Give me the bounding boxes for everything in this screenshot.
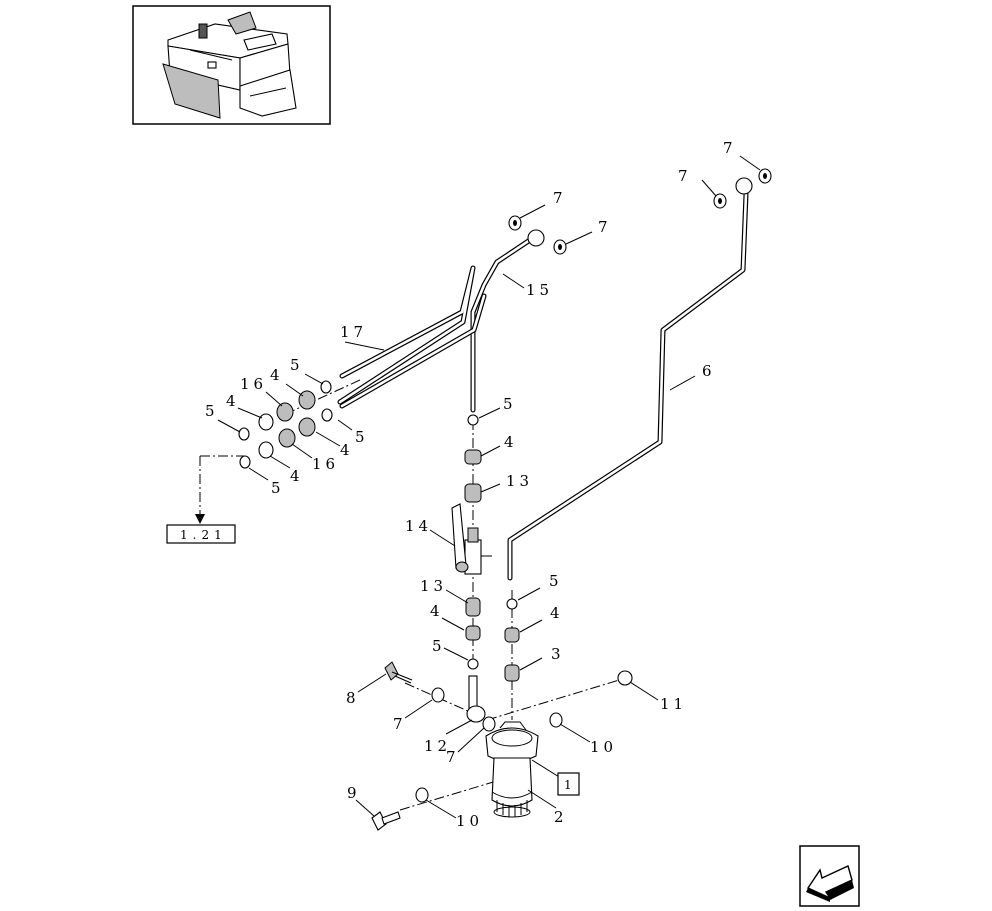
nut-5-f (467, 658, 479, 670)
bolt-8 (384, 661, 413, 684)
adapter-13-b (465, 597, 481, 617)
callout-17: 17 (340, 323, 367, 341)
tube-17-upper (337, 265, 476, 405)
navigation-arrow-icon[interactable] (799, 845, 860, 907)
filter-bowl-2 (491, 757, 533, 807)
fitting-4-d (258, 441, 274, 459)
leader-lines (217, 155, 761, 819)
callout-13: 13 (420, 577, 447, 595)
top-washers (508, 168, 772, 255)
valve-14 (451, 503, 492, 575)
callout-9: 9 (347, 784, 361, 802)
callout-7: 7 (598, 218, 612, 236)
callout-7: 7 (678, 167, 692, 185)
callout-11: 11 (660, 695, 687, 713)
washer-7-e (482, 716, 496, 732)
bolt-9 (371, 811, 401, 831)
left-fitting-cluster (238, 380, 333, 469)
callout-5: 5 (432, 637, 446, 655)
callout-labels: 7 7 7 7 15 17 6 5 4 16 4 5 5 4 16 4 5 5 … (205, 139, 737, 830)
nut-5-c (238, 427, 250, 441)
fitting-4-b (258, 413, 274, 431)
overview-inset (132, 5, 331, 125)
banjo-12 (466, 705, 486, 723)
reference-box-label: 1.21 (180, 528, 227, 542)
tube-6 (507, 191, 749, 581)
banjo-6 (735, 177, 753, 195)
callout-10: 10 (456, 812, 483, 830)
nut-5-b (321, 408, 333, 422)
fitting-4-c (298, 417, 316, 437)
callout-4: 4 (340, 441, 354, 459)
reference-box-1-21[interactable]: 1.21 (166, 524, 236, 544)
plug-11 (617, 670, 633, 686)
callout-16: 16 (240, 375, 267, 393)
callout-16: 16 (312, 455, 339, 473)
callout-5: 5 (290, 356, 304, 374)
fitting-16-b (278, 428, 296, 448)
fitting-4-g (504, 627, 520, 643)
callout-2: 2 (554, 808, 568, 826)
callout-5: 5 (549, 572, 563, 590)
nut-5-a (320, 380, 332, 394)
fitting-16-a (276, 402, 294, 422)
center-fitting-stack (451, 414, 496, 732)
callout-4: 4 (226, 392, 240, 410)
callout-14: 14 (405, 517, 432, 535)
callout-15: 15 (526, 281, 553, 299)
fuel-filter-assembly (485, 721, 539, 818)
filter-head-1 (485, 727, 539, 763)
callout-7: 7 (723, 139, 737, 157)
callout-5: 5 (271, 479, 285, 497)
tractor-overview-illustration (162, 11, 297, 119)
tube-17-lower (339, 293, 487, 409)
right-fitting-stack (504, 598, 520, 682)
callout-7: 7 (393, 715, 407, 733)
nut-5-d (239, 455, 251, 469)
nut-5-g (506, 598, 518, 610)
callout-8: 8 (346, 689, 360, 707)
callout-5: 5 (503, 395, 517, 413)
washer-10-b (549, 712, 563, 728)
nut-5-e (467, 414, 479, 426)
fitting-4-e (464, 449, 482, 465)
callout-4: 4 (270, 366, 284, 384)
callout-4: 4 (430, 602, 444, 620)
tube-15 (470, 237, 533, 413)
callout-7: 7 (446, 748, 460, 766)
adapter-3 (504, 664, 520, 682)
callout-4: 4 (550, 604, 564, 622)
callout-4: 4 (290, 467, 304, 485)
washer-7-f (431, 687, 445, 703)
callout-7: 7 (553, 189, 567, 207)
fitting-4-a (298, 390, 316, 410)
callout-5: 5 (205, 402, 219, 420)
reference-box-part-1: 1 (557, 772, 580, 796)
reference-arrow (195, 514, 205, 524)
callout-4: 4 (504, 433, 518, 451)
banjo-15 (527, 229, 545, 247)
fitting-4-f (465, 625, 481, 641)
washer-10-a (415, 787, 429, 803)
callout-3: 3 (551, 645, 565, 663)
reference-box-part-label: 1 (564, 778, 577, 792)
callout-12: 12 (424, 737, 451, 755)
bottom-hardware (371, 661, 633, 831)
adapter-13-a (464, 483, 482, 503)
callout-13: 13 (506, 472, 533, 490)
callout-10: 10 (590, 738, 617, 756)
callout-5: 5 (355, 428, 369, 446)
callout-6: 6 (702, 362, 716, 380)
